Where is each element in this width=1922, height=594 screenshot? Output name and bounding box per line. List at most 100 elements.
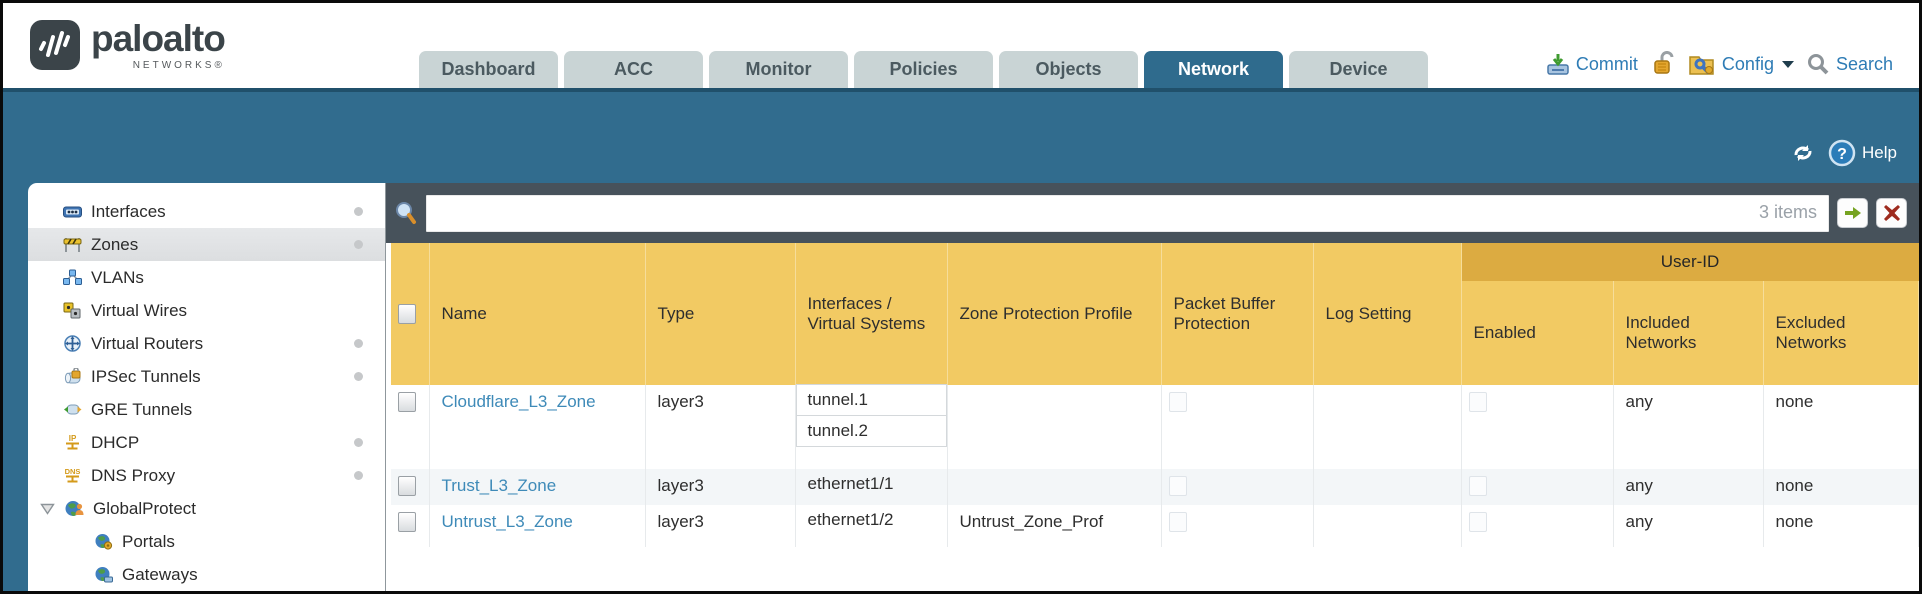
commit-button[interactable]: Commit <box>1546 52 1638 76</box>
sidebar-item-label: Zones <box>91 234 139 254</box>
virtual-wires-icon <box>63 302 81 319</box>
col-header-included-networks[interactable]: Included Networks <box>1613 281 1764 385</box>
interface-item[interactable]: tunnel.2 <box>795 415 947 447</box>
status-dot <box>354 372 363 381</box>
zone-interfaces: ethernet1/1 <box>795 469 948 505</box>
tab-objects[interactable]: Objects <box>999 51 1138 88</box>
row-checkbox[interactable] <box>398 476 416 496</box>
sidebar-item-interfaces[interactable]: Interfaces <box>28 195 385 228</box>
search-icon <box>1807 54 1829 75</box>
svg-text:IP: IP <box>69 434 77 443</box>
lock-icon[interactable] <box>1650 51 1676 77</box>
zone-name-link[interactable]: Trust_L3_Zone <box>441 476 557 495</box>
paloalto-logo: paloalto NETWORKS® <box>29 17 226 71</box>
sidebar-item-label: VLANs <box>91 267 144 287</box>
green-arrow-icon <box>1844 207 1861 219</box>
dhcp-icon: IP <box>66 434 79 450</box>
log-setting <box>1313 469 1462 505</box>
brand-subname: NETWORKS® <box>132 59 225 71</box>
row-checkbox[interactable] <box>398 392 416 412</box>
sidebar-item-dhcp[interactable]: IP DHCP <box>28 426 385 459</box>
search-label: Search <box>1835 53 1893 74</box>
zone-type: layer3 <box>645 385 796 469</box>
sidebar-item-virtual-routers[interactable]: Virtual Routers <box>28 327 385 360</box>
col-header-interfaces[interactable]: Interfaces / Virtual Systems <box>795 243 948 385</box>
sidebar-item-label: DHCP <box>91 432 140 452</box>
filter-input-wrap: 3 items <box>426 194 1829 232</box>
paloalto-logo-icon <box>30 20 80 70</box>
col-header-log-setting[interactable]: Log Setting <box>1313 243 1462 385</box>
sidebar-item-portals[interactable]: Portals <box>28 525 385 558</box>
interface-item[interactable]: tunnel.1 <box>795 384 947 416</box>
col-header-type[interactable]: Type <box>645 243 796 385</box>
sidebar-item-label: GlobalProtect <box>93 498 196 518</box>
help-label: Help <box>1862 143 1897 162</box>
select-all-checkbox[interactable] <box>398 304 416 324</box>
sidebar-item-vlans[interactable]: VLANs <box>28 261 385 294</box>
user-id-enabled-checkbox[interactable] <box>1468 476 1487 496</box>
content-area: Interfaces Zones <box>3 183 1919 591</box>
tab-monitor[interactable]: Monitor <box>709 51 848 88</box>
included-networks: any <box>1613 385 1764 469</box>
sidebar-item-dns-proxy[interactable]: DNS DNS Proxy <box>28 459 385 492</box>
red-x-icon <box>1883 205 1900 221</box>
sidebar-item-label: Portals <box>122 531 175 551</box>
sidebar-item-gre-tunnels[interactable]: GRE Tunnels <box>28 393 385 426</box>
col-header-enabled[interactable]: Enabled <box>1461 281 1614 385</box>
sidebar-item-globalprotect[interactable]: GlobalProtect <box>28 492 385 525</box>
gre-tunnels-icon <box>64 404 82 415</box>
tab-acc[interactable]: ACC <box>564 51 703 88</box>
refresh-icon[interactable] <box>1790 141 1816 165</box>
status-dot <box>354 438 363 447</box>
commit-label: Commit <box>1575 53 1638 74</box>
zone-name-link[interactable]: Cloudflare_L3_Zone <box>441 392 596 411</box>
log-setting <box>1313 505 1462 547</box>
col-header-name[interactable]: Name <box>429 243 646 385</box>
zone-protection-profile <box>947 469 1162 505</box>
tab-device[interactable]: Device <box>1289 51 1428 88</box>
tab-dashboard[interactable]: Dashboard <box>419 51 558 88</box>
sidebar-item-ipsec-tunnels[interactable]: IPSec Tunnels <box>28 360 385 393</box>
commit-icon <box>1547 54 1569 75</box>
row-checkbox[interactable] <box>398 512 416 532</box>
zone-protection-profile <box>947 385 1162 469</box>
config-caret-icon <box>1781 60 1794 68</box>
expander-triangle-icon[interactable] <box>40 503 55 515</box>
apply-filter-button[interactable] <box>1837 198 1868 228</box>
paloalto-logo-text: paloalto NETWORKS® <box>91 17 226 71</box>
col-header-zone-protection[interactable]: Zone Protection Profile <box>947 243 1162 385</box>
col-header-excluded-networks[interactable]: Excluded Networks <box>1763 281 1919 385</box>
filter-input[interactable] <box>426 194 1829 232</box>
packet-buffer-checkbox[interactable] <box>1168 476 1187 496</box>
tab-policies[interactable]: Policies <box>854 51 993 88</box>
svg-text:DNS: DNS <box>65 467 81 476</box>
zones-table-wrap: Name Type Interfaces / Virtual Systems Z… <box>386 243 1919 591</box>
search-button[interactable]: Search <box>1806 52 1893 76</box>
zone-interfaces: ethernet1/2 <box>795 505 948 547</box>
packet-buffer-checkbox[interactable] <box>1168 512 1187 532</box>
packet-buffer-checkbox[interactable] <box>1168 392 1187 412</box>
virtual-routers-icon <box>64 335 81 352</box>
interface-item[interactable]: ethernet1/2 <box>807 510 894 529</box>
sidebar-item-virtual-wires[interactable]: Virtual Wires <box>28 294 385 327</box>
help-button[interactable]: ? Help <box>1828 139 1897 167</box>
zone-name-link[interactable]: Untrust_L3_Zone <box>441 512 573 531</box>
user-id-enabled-checkbox[interactable] <box>1468 392 1487 412</box>
col-header-packet-buffer[interactable]: Packet Buffer Protection <box>1161 243 1314 385</box>
sidebar-item-label: Interfaces <box>91 201 166 221</box>
sidebar-item-label: Gateways <box>122 564 198 584</box>
user-id-enabled-checkbox[interactable] <box>1468 512 1487 532</box>
portals-icon <box>95 534 113 550</box>
tab-network[interactable]: Network <box>1144 51 1283 88</box>
brand-name: paloalto <box>91 17 226 59</box>
select-all-header <box>391 243 430 385</box>
sidebar-item-zones[interactable]: Zones <box>28 228 385 261</box>
sidebar-item-gateways[interactable]: Gateways <box>28 558 385 591</box>
status-dot <box>354 339 363 348</box>
sidebar-item-label: DNS Proxy <box>91 465 176 485</box>
vlans-icon <box>63 269 82 285</box>
config-menu[interactable]: Config <box>1688 51 1794 77</box>
network-sidebar: Interfaces Zones <box>28 183 385 591</box>
interface-item[interactable]: ethernet1/1 <box>807 474 894 493</box>
clear-filter-button[interactable] <box>1876 198 1907 228</box>
